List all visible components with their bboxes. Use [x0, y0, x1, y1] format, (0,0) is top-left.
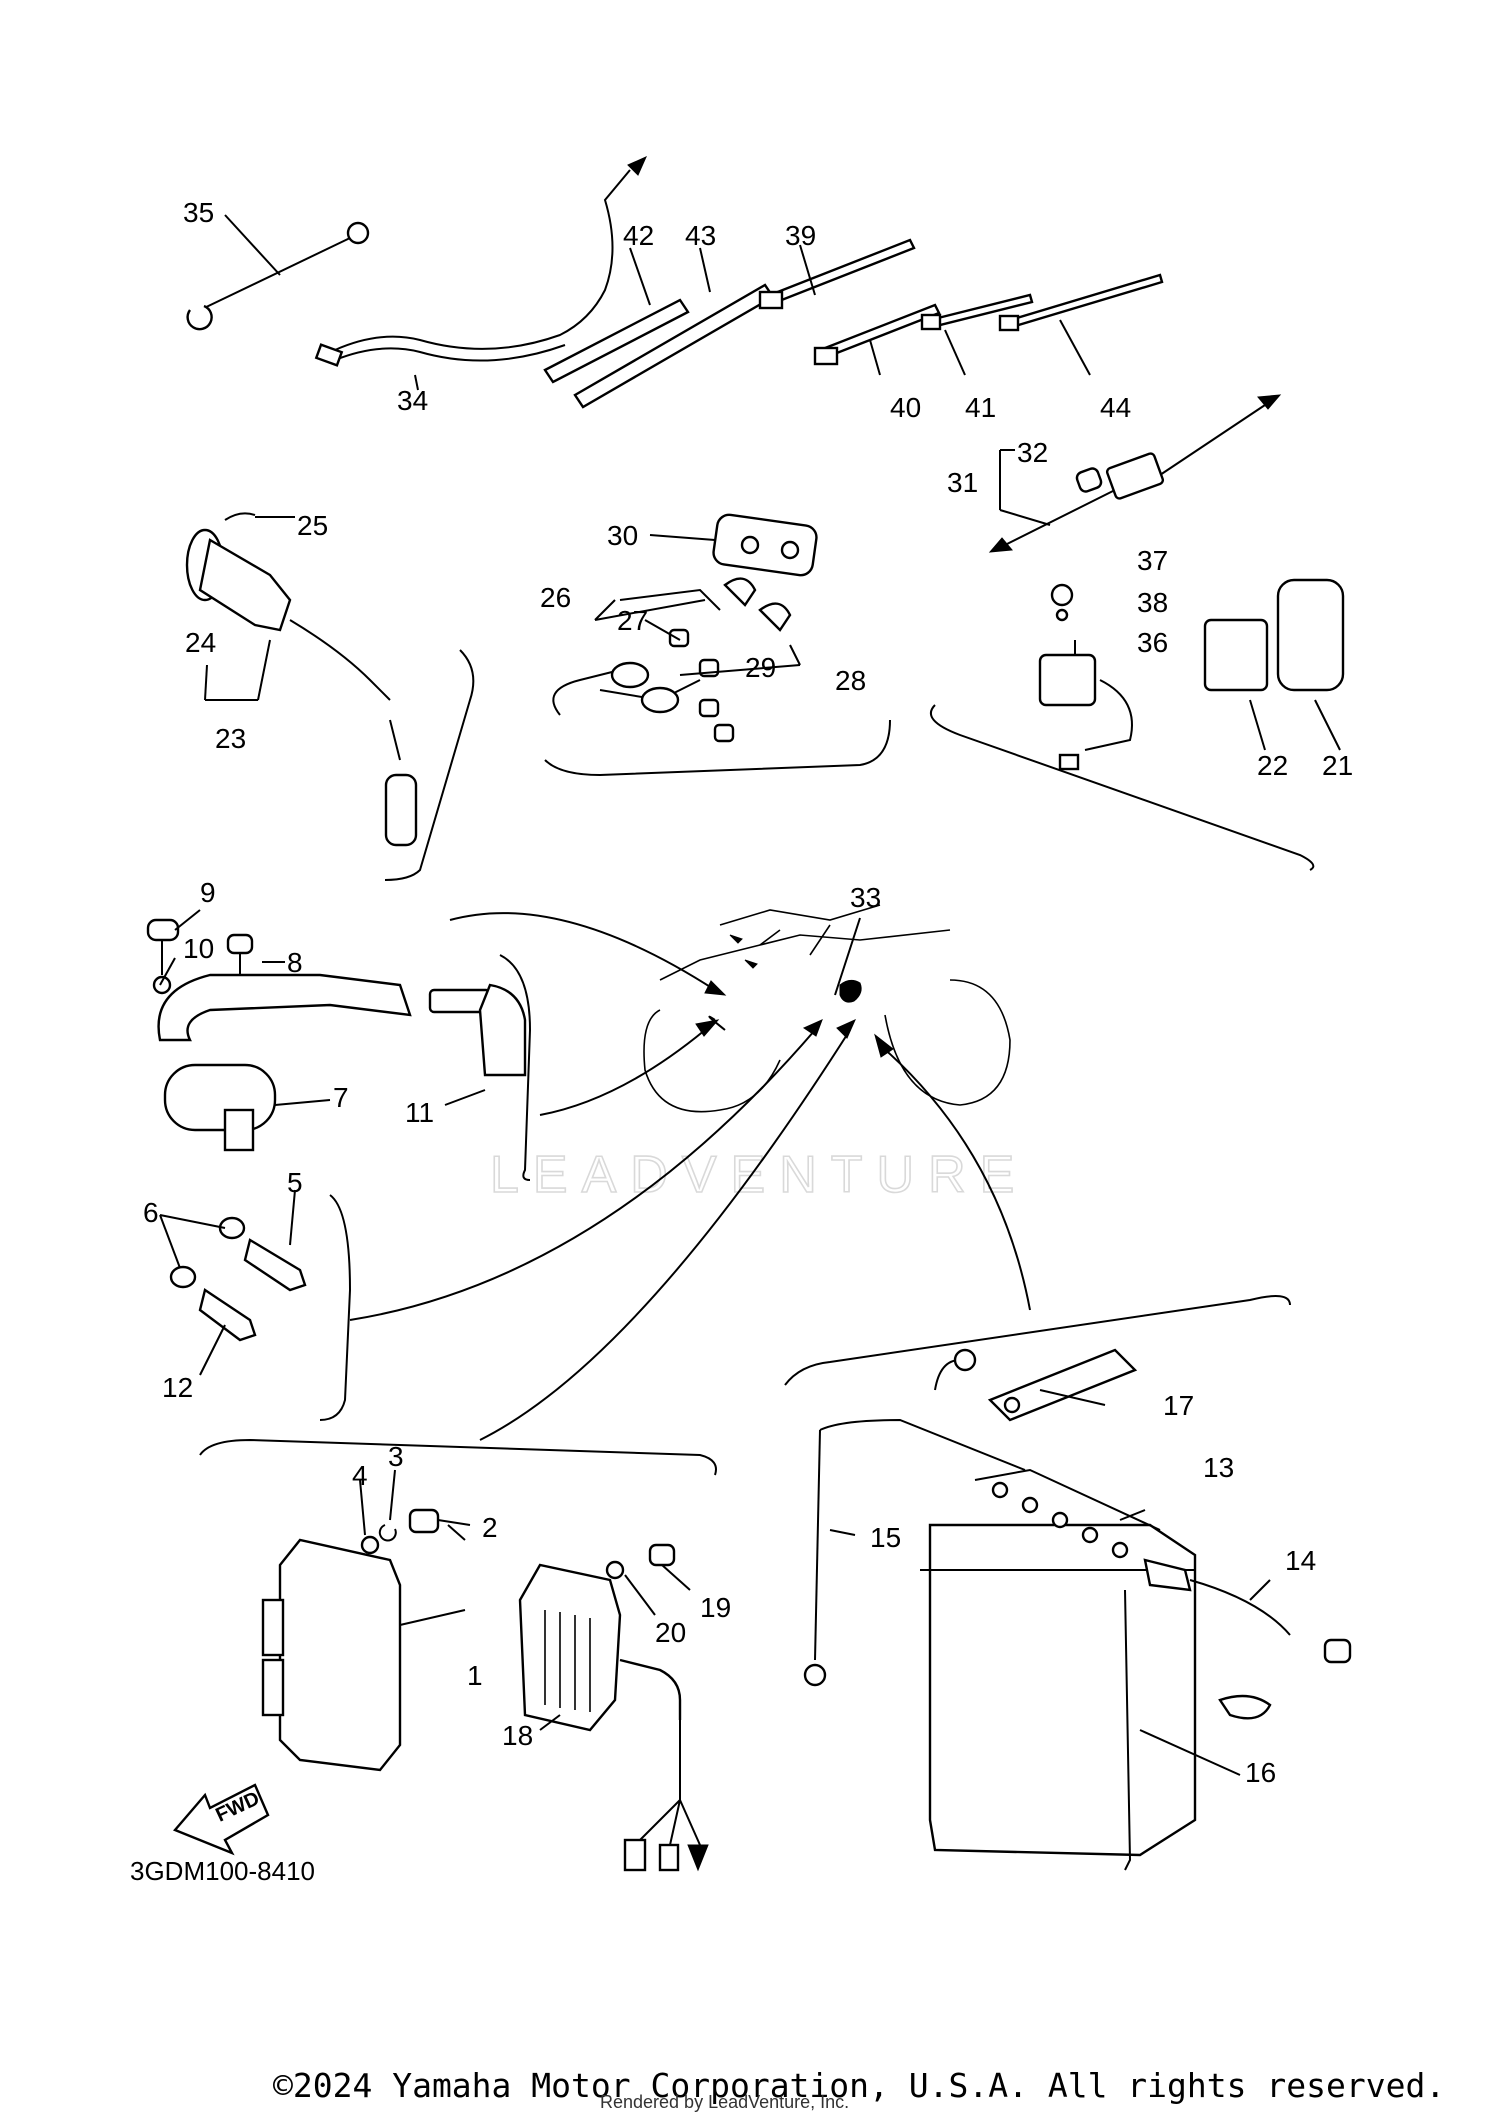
callout-3: 3: [388, 1441, 404, 1472]
callout-29: 29: [745, 652, 776, 683]
part-42-43-clamps: [543, 247, 775, 409]
part-35-cable: [186, 214, 370, 331]
callout-32: 32: [1017, 437, 1048, 468]
callout-22: 22: [1257, 750, 1288, 781]
callout-8: 8: [287, 947, 303, 978]
callout-28: 28: [835, 665, 866, 696]
callout-34: 34: [397, 385, 428, 416]
rendered-by-credit: Rendered by LeadVenture, Inc.: [600, 2092, 849, 2112]
part-13-14-15-16-17-battery: [784, 1033, 1352, 1871]
callout-33: 33: [850, 882, 881, 913]
fwd-arrow: FWD: [173, 1783, 270, 1856]
callout-40: 40: [890, 392, 921, 423]
callout-numbers: 1 2 3 4 5 6 7 8 9 10 11 12 13 14 15 16 1…: [143, 197, 1353, 1788]
callout-37: 37: [1137, 545, 1168, 576]
callout-21: 21: [1322, 750, 1353, 781]
callout-1: 1: [467, 1660, 483, 1691]
callout-12: 12: [162, 1372, 193, 1403]
callout-6: 6: [143, 1197, 159, 1228]
callout-43: 43: [685, 220, 716, 251]
part-5-6-12-sensors: [159, 1019, 823, 1421]
callout-23: 23: [215, 723, 246, 754]
part-39-40-41-44-ties: [758, 238, 1164, 376]
callout-31: 31: [947, 467, 978, 498]
callout-36: 36: [1137, 627, 1168, 658]
watermark-text: LEADVENTURE: [490, 1146, 1028, 1204]
diagram-code: 3GDM100-8410: [130, 1856, 315, 1886]
callout-18: 18: [502, 1720, 533, 1751]
callout-9: 9: [200, 877, 216, 908]
copyright-notice: ©2024 Yamaha Motor Corporation, U.S.A. A…: [273, 2066, 1445, 2105]
part-33-leader: [449, 912, 861, 1031]
callout-5: 5: [287, 1167, 303, 1198]
callout-35: 35: [183, 197, 214, 228]
part-23-24-25-main-switch: [185, 512, 475, 881]
callout-10: 10: [183, 933, 214, 964]
callout-44: 44: [1100, 392, 1131, 423]
part-34-wire-lead: [314, 156, 647, 391]
callout-39: 39: [785, 220, 816, 251]
part-1-2-3-4-cdi: [199, 1019, 856, 1772]
callout-15: 15: [870, 1522, 901, 1553]
callout-4: 4: [352, 1460, 368, 1491]
callout-42: 42: [623, 220, 654, 251]
callout-17: 17: [1163, 1390, 1194, 1421]
part-7-8-9-10-11-coil: [146, 909, 720, 1181]
callout-26: 26: [540, 582, 571, 613]
callout-25: 25: [297, 510, 328, 541]
callout-19: 19: [700, 1592, 731, 1623]
callout-38: 38: [1137, 587, 1168, 618]
callout-20: 20: [655, 1617, 686, 1648]
callout-27: 27: [617, 605, 648, 636]
callout-41: 41: [965, 392, 996, 423]
callout-14: 14: [1285, 1545, 1316, 1576]
callout-24: 24: [185, 627, 216, 658]
part-21-22-36-37-38-relays: [929, 578, 1345, 871]
part-31-32-starter-relay-set: [988, 394, 1282, 553]
vehicle-outline: [643, 904, 1011, 1113]
callout-11: 11: [405, 1097, 434, 1128]
callout-30: 30: [607, 520, 638, 551]
callout-13: 13: [1203, 1452, 1234, 1483]
part-26-30-leads-and-plate: [544, 513, 891, 777]
callout-16: 16: [1245, 1757, 1276, 1788]
callout-2: 2: [482, 1512, 498, 1543]
callout-7: 7: [333, 1082, 349, 1113]
part-18-19-20-rectifier: [518, 1543, 709, 1872]
